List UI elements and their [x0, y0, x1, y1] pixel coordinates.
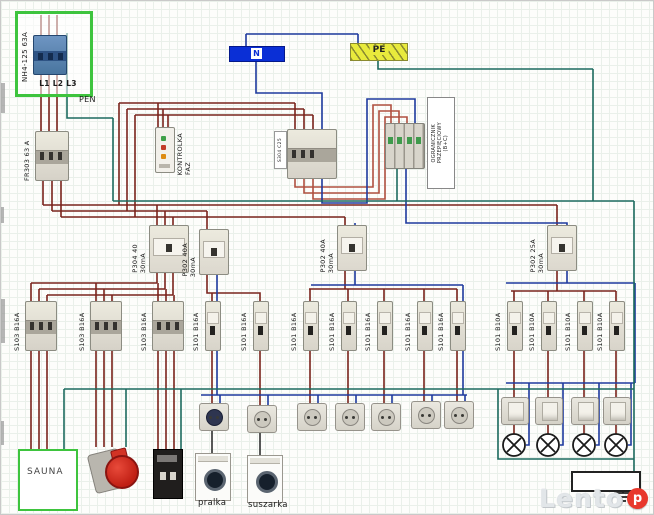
mcb-1p-b16-3-label: S101 B16A — [290, 312, 298, 351]
watermark-logo: p — [627, 488, 648, 509]
phase-monitor — [155, 127, 175, 173]
surge-arrester — [385, 123, 425, 169]
washer-label: pralka — [198, 498, 227, 508]
sauna-box: SAUNA — [18, 449, 78, 511]
rcd-p304 — [149, 225, 189, 273]
light-switch-1 — [501, 397, 529, 425]
rcd-p302-2 — [337, 225, 367, 271]
mcb-3p-1 — [25, 301, 57, 351]
mcb-1p-b16-7 — [450, 301, 466, 351]
rcd-p302-3 — [547, 225, 577, 271]
watermark-text: Lento — [539, 484, 624, 513]
socket-7 — [444, 401, 474, 429]
mcb-1p-b16-7-label: S101 B16A — [437, 312, 445, 351]
mcb-1p-b16-6-label: S101 B16A — [404, 312, 412, 351]
mcb-1p-b16-6 — [417, 301, 433, 351]
pen-label: PEN — [79, 95, 96, 104]
sauna-label: SAUNA — [27, 467, 64, 477]
mcb-1p-b16-5 — [377, 301, 393, 351]
socket-5 — [371, 403, 401, 431]
mcb-1p-b16-1 — [205, 301, 221, 351]
rcd-p302-3-label: P302 25A 30mA — [529, 239, 546, 273]
phase-terminals-label: L1 L2 L3 — [39, 79, 77, 88]
main-breaker-nh4 — [33, 35, 67, 75]
watermark: Lento p — [539, 484, 648, 513]
dryer — [247, 455, 283, 503]
pe-wires — [63, 33, 637, 480]
mcb-1p-b10-1-label: S101 B10A — [494, 312, 502, 351]
mcb-1p-b16-4 — [341, 301, 357, 351]
socket-dryer — [247, 405, 277, 433]
socket-4 — [335, 403, 365, 431]
scan-artifact — [1, 299, 5, 343]
earth-bar — [571, 471, 641, 492]
scan-artifact — [1, 83, 5, 113]
light-switch-2 — [535, 397, 563, 425]
mcb-1p-b10-4-label: S101 B10A — [596, 312, 604, 351]
mcb-3p-2 — [90, 301, 122, 351]
socket-6 — [411, 401, 441, 429]
rcd-p302-1 — [199, 229, 229, 275]
cee-socket-3phase — [86, 447, 141, 495]
mcb-1p-b16-1-label: S101 B16A — [192, 312, 200, 351]
scan-artifact — [1, 207, 4, 223]
neutral-bus: N — [229, 46, 285, 62]
main-switch-label-box: S304 C25 — [274, 131, 287, 169]
mcb-1p-b16-4-label: S101 B16A — [328, 312, 336, 351]
rcd-p302-1-label: P302 40A 30mA — [181, 243, 198, 277]
mcb-1p-b10-2 — [541, 301, 557, 351]
mcb-1p-b16-3 — [303, 301, 319, 351]
mcb-3p-3-label: S103 B16A — [140, 312, 148, 351]
washer — [195, 453, 231, 501]
mcb-3p-1-label: S103 B16A — [13, 312, 21, 351]
mcb-1p-b10-4 — [609, 301, 625, 351]
socket-3 — [297, 403, 327, 431]
main-breaker-label: NH4-125 63A — [21, 31, 29, 82]
mcb-3p-2-label: S103 B16A — [78, 312, 86, 351]
cee-socket-plug — [105, 455, 139, 489]
mcb-1p-b10-1 — [507, 301, 523, 351]
neutral-bus-label: N — [251, 48, 262, 59]
socket-washer — [199, 403, 229, 431]
lamp-symbols — [502, 433, 628, 457]
phase-wires — [30, 15, 617, 449]
mcb-1p-b16-5-label: S101 B16A — [364, 312, 372, 351]
incoming-breaker-label: FR303 63 A — [23, 140, 31, 181]
phase-monitor-label: KONTROLKA FAZ — [176, 132, 193, 175]
mcb-1p-b10-3 — [577, 301, 593, 351]
appliance-cords — [211, 429, 261, 455]
light-switch-3 — [571, 397, 599, 425]
scan-artifact — [1, 421, 4, 445]
mcb-1p-b16-2-label: S101 B16A — [240, 312, 248, 351]
incoming-breaker-fr303 — [35, 131, 69, 181]
mcb-1p-b10-3-label: S101 B10A — [564, 312, 572, 351]
main-switch-s304 — [287, 129, 337, 179]
neutral-wires — [201, 33, 636, 446]
mcb-1p-b16-2 — [253, 301, 269, 351]
dryer-label: suszarka — [248, 500, 288, 510]
cooker-unit — [153, 449, 183, 499]
light-switch-4 — [603, 397, 631, 425]
rcd-p302-2-label: P302 40A 30mA — [319, 239, 336, 273]
surge-arrester-label-box: OGRANICZNIK PRZEPIĘCIOWY (B+C) — [427, 97, 455, 189]
mcb-1p-b10-2-label: S101 B10A — [528, 312, 536, 351]
pe-bus: PE — [350, 43, 408, 61]
rcd-p304-label: P304 40 30mA — [131, 244, 148, 273]
mcb-3p-3 — [152, 301, 184, 351]
pe-bus-label: PE — [369, 45, 389, 55]
